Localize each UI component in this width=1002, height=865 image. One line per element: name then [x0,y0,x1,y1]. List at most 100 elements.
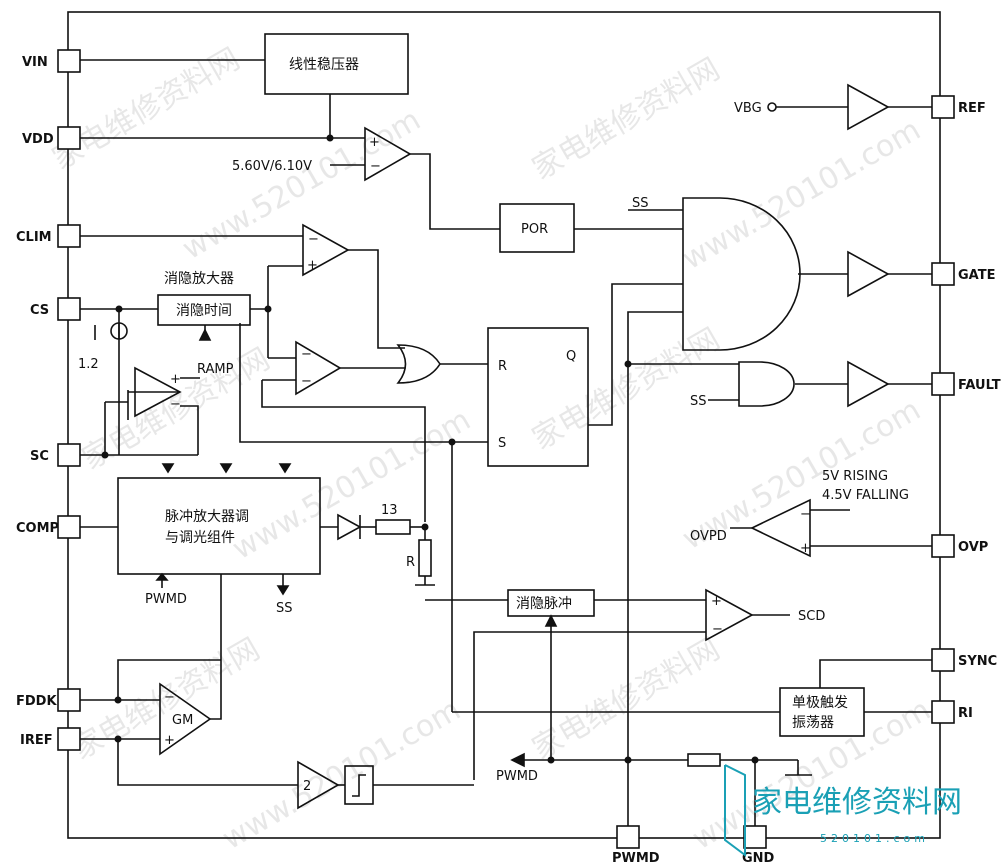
svg-text:−: − [800,507,811,522]
pin-pwmd [616,825,640,849]
por-block [499,203,575,253]
svg-text:−: − [164,690,175,705]
gain-two-label: 2 [303,779,311,794]
sense-resistor [687,753,721,767]
schmitt-symbol [352,774,366,797]
pin-label-cs: CS [30,303,49,318]
svg-text:+: + [164,733,175,748]
svg-text:−: − [170,397,181,412]
watermark-site-cn: 家电维修资料网 [527,632,726,767]
pin-label-gnd: GND [742,851,775,865]
pin-label-clim: CLIM [16,230,52,245]
gm-amplifier [159,682,212,756]
pin-label-pwmd: PWMD [612,851,660,865]
pin-cs [57,297,81,321]
svg-text:−: − [301,374,312,389]
fault-buffer [847,360,890,408]
svg-text:+: + [800,541,811,556]
pwmd-bus-arrow [510,752,525,768]
pin-label-vdd: VDD [22,132,54,147]
watermark-site-num: www.520101.com [227,402,477,567]
chip-outline [67,11,941,839]
junction-dots [101,134,759,764]
wire [180,405,199,455]
wire [210,660,222,720]
vbg-label: VBG [734,101,762,116]
fault-and-gate [738,361,795,407]
pulse-amplifier-block [117,477,321,575]
oscillator-label-2: 振荡器 [792,715,834,731]
watermark-site-num: www.520101.com [217,692,467,857]
input-arrow [278,463,292,474]
gm-label: GM [172,713,193,728]
pin-ref [931,95,955,119]
uvlo-threshold-label: 5.60V/6.10V [232,159,312,174]
blanking-arrow [544,614,558,627]
pin-label-fddk: FDDK [16,694,57,709]
gain-two-amplifier [297,760,340,810]
uvlo-comparator [364,126,412,182]
ovpd-label: OVPD [690,529,727,544]
pin-vdd [57,126,81,150]
linear-regulator-label: 线性稳压器 [289,57,359,73]
oscillator-label-1: 单极触发 [792,695,848,711]
watermark-site-num: www.520101.com [677,112,927,277]
ramp-arrow [198,328,212,341]
wire [261,380,426,522]
pin-sync [931,648,955,672]
ramp-label: RAMP [197,362,234,377]
resistor-r-label: R [406,555,415,570]
main-and-gate [682,197,801,351]
blanking-time-label: 消隐时间 [176,303,232,319]
ovp-comparator [750,498,811,558]
blanking-time-block [157,294,251,326]
pwmd-input-label: PWMD [145,592,187,607]
pin-gate [931,262,955,286]
resistor-r [418,539,432,577]
pwmd-arrow [155,572,169,581]
por-label: POR [521,222,548,237]
pin-label-ref: REF [958,101,986,116]
blanking-pulse-label: 消隐脉冲 [516,596,572,612]
polarity-signs: +− −+ −− +− −+ +− −+ [164,135,811,748]
pin-sc [57,443,81,467]
flipflop-q-label: Q [566,349,576,364]
pin-vin [57,49,81,73]
site-logo: 家电维修资料网 520101.com [724,764,962,857]
svg-text:−: − [712,622,723,637]
ss-arrow [276,585,290,596]
logo-url: 520101.com [820,832,929,845]
wire [588,283,683,426]
vbg-terminal [767,102,777,112]
watermark-site-cn: 家电维修资料网 [527,322,726,457]
svg-text:−: − [301,347,312,362]
pin-label-vin: VIN [22,55,48,70]
ovp-rising-label: 5V RISING [822,469,888,484]
pin-label-fault: FAULT [958,378,1001,393]
pin-label-gate: GATE [958,268,995,283]
wire [410,153,500,230]
dimming-block-label: 与调光组件 [165,530,235,546]
ovp-falling-label: 4.5V FALLING [822,488,909,503]
ss-pulse-label: SS [276,601,293,616]
gate-driver-buffer [847,250,890,298]
pin-comp [57,515,81,539]
wire [627,311,683,364]
pwmd-bus-label: PWMD [496,769,538,784]
svg-text:+: + [711,594,722,609]
pin-iref [57,727,81,751]
logo-text: 家电维修资料网 [752,785,962,820]
pin-label-iref: IREF [20,733,53,748]
current-label: 1.2 [78,357,99,372]
input-arrow [219,463,233,474]
wire [473,631,706,780]
svg-text:−: − [370,159,381,174]
resistor-13 [375,519,411,535]
flipflop-s-label: S [498,436,506,451]
svg-text:+: + [307,258,318,273]
resistor-13-label: 13 [381,503,398,518]
scd-comparator [705,588,754,642]
pin-ovp [931,534,955,558]
pwm-comparator [295,340,342,396]
